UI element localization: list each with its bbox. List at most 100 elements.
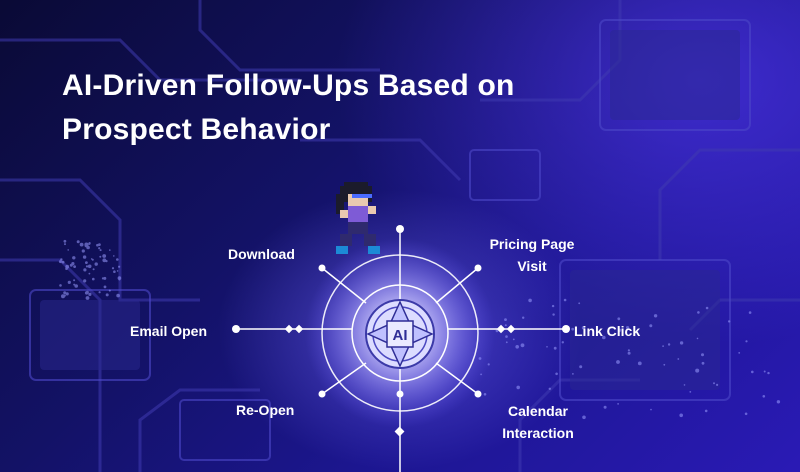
background-dot [571, 327, 575, 331]
background-dot [495, 329, 499, 333]
background-dot [116, 258, 119, 261]
background-dot [64, 243, 66, 246]
background-dot [581, 326, 586, 330]
trigger-label-reopen: Re-Open [236, 402, 295, 418]
background-dot [626, 326, 630, 330]
background-dot [98, 247, 101, 250]
background-dot [695, 368, 700, 373]
background-dot [88, 292, 92, 296]
headline: AI-Driven Follow-Ups Based on Prospect B… [62, 69, 515, 146]
background-dot [79, 242, 84, 247]
background-dot [117, 276, 122, 280]
background-dot [85, 265, 89, 268]
node-dot-icon [318, 390, 326, 398]
background-dot [87, 264, 92, 269]
background-dot [118, 265, 121, 268]
background-dot [118, 278, 121, 281]
background-dot [546, 346, 548, 348]
background-dot [582, 415, 586, 420]
background-dot [528, 298, 532, 303]
node-diamond-icon [394, 426, 405, 437]
background-dot [689, 391, 692, 393]
background-dot [697, 311, 700, 314]
node-diamond-icon [496, 324, 506, 334]
background-dot [98, 291, 101, 294]
node-diamond-icon [506, 324, 516, 334]
trigger-label-email-open: Email Open [130, 323, 208, 339]
node-dot-icon [474, 390, 482, 398]
background-dot [602, 335, 606, 340]
node-dot-icon [562, 325, 570, 333]
background-dot [617, 403, 619, 405]
background-dot [73, 279, 76, 282]
trigger-label-pricing: Pricing Page Visit [489, 236, 575, 274]
node-dot-icon [396, 225, 404, 233]
background-dot [617, 317, 621, 321]
background-dot [679, 413, 683, 418]
background-dot [713, 382, 715, 385]
background-dot [65, 292, 69, 296]
background-dot [555, 372, 558, 376]
background-dot [683, 384, 686, 386]
background-dot [512, 338, 515, 341]
background-dot [105, 293, 109, 297]
background-dot [763, 370, 766, 373]
background-dot [520, 343, 525, 348]
background-dot [667, 343, 671, 346]
background-dot [83, 268, 87, 272]
background-dot [63, 239, 67, 243]
background-dot [92, 277, 95, 281]
background-dot [603, 405, 607, 409]
background-dot [65, 267, 68, 271]
pixel-character-icon [336, 182, 380, 254]
background-dot [653, 314, 658, 318]
background-dot [58, 260, 62, 264]
background-dot [67, 280, 71, 284]
background-dot [73, 265, 76, 268]
background-dot [72, 256, 76, 260]
background-dot [548, 387, 551, 390]
background-dot [716, 383, 719, 386]
spoke-calendar [435, 362, 479, 395]
background-dot [88, 242, 91, 245]
trigger-label-download: Download [228, 246, 295, 262]
hub-text: AI [393, 327, 408, 344]
background-dot [679, 341, 684, 345]
background-dot [90, 258, 93, 260]
node-diamond-icon [294, 324, 304, 334]
background-dot [60, 258, 63, 261]
background-dot [504, 318, 507, 321]
spoke-reopen [321, 362, 367, 395]
background-dot [748, 311, 752, 314]
background-dot [99, 249, 102, 252]
background-dot [767, 371, 770, 375]
background-dot [111, 267, 115, 270]
background-dot [738, 352, 741, 354]
spoke-pricing [435, 267, 479, 304]
background-dot [522, 316, 525, 319]
background-dot [627, 349, 631, 352]
background-dot [616, 360, 620, 364]
background-dot [561, 341, 564, 344]
background-dot [86, 245, 90, 250]
background-dot [504, 324, 507, 327]
trigger-label-calendar: Calendar Interaction [502, 403, 574, 441]
background-dot [116, 293, 120, 298]
background-dot [563, 298, 567, 302]
background-dot [677, 358, 680, 360]
background-dot [505, 341, 508, 344]
background-dot [71, 262, 75, 266]
background-dot [85, 296, 90, 300]
ai-hub-icon: AI [365, 299, 435, 369]
background-dot [579, 365, 583, 369]
background-dot [578, 302, 581, 305]
background-dot [63, 291, 67, 295]
background-dot [505, 335, 508, 338]
background-dot [103, 285, 107, 289]
background-dot [727, 320, 731, 323]
background-dot [701, 361, 705, 365]
background-dot [98, 243, 101, 247]
